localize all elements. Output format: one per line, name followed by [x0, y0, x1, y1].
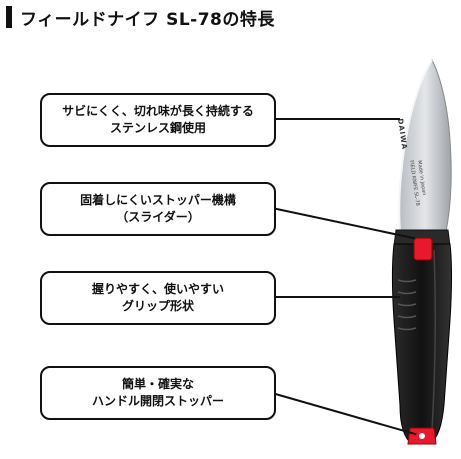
blade-edge [398, 59, 433, 233]
feature-text: 簡単・確実な [121, 377, 194, 391]
feature-callout-slider: 固着しにくいストッパー機構 （スライダー） [40, 182, 276, 236]
feature-text: ハンドル開閉ストッパー [91, 394, 224, 408]
feature-callout-blade: サビにくく、切れ味が長く持続する ステンレス鋼使用 [40, 93, 276, 147]
feature-text: （スライダー） [116, 210, 200, 224]
slider-stopper [413, 237, 433, 261]
leader-line-blade [272, 118, 400, 120]
grip-ridges [397, 279, 417, 331]
title-bar-marker [6, 6, 12, 28]
leader-line-grip [272, 296, 400, 298]
feature-callout-grip: 握りやすく、使いやすい グリップ形状 [40, 271, 276, 325]
feature-text: 固着しにくいストッパー機構 [80, 193, 236, 207]
header: フィールドナイフ SL-78の特長 [6, 5, 275, 30]
feature-text: 握りやすく、使いやすい [91, 282, 224, 296]
knife-handle [392, 243, 452, 445]
feature-text: サビにくく、切れ味が長く持続する [62, 104, 254, 118]
feature-text: ステンレス鋼使用 [109, 121, 206, 135]
feature-callout-stopper: 簡単・確実な ハンドル開閉ストッパー [40, 366, 276, 420]
page-title: フィールドナイフ SL-78の特長 [20, 9, 275, 30]
feature-text: グリップ形状 [121, 299, 194, 313]
